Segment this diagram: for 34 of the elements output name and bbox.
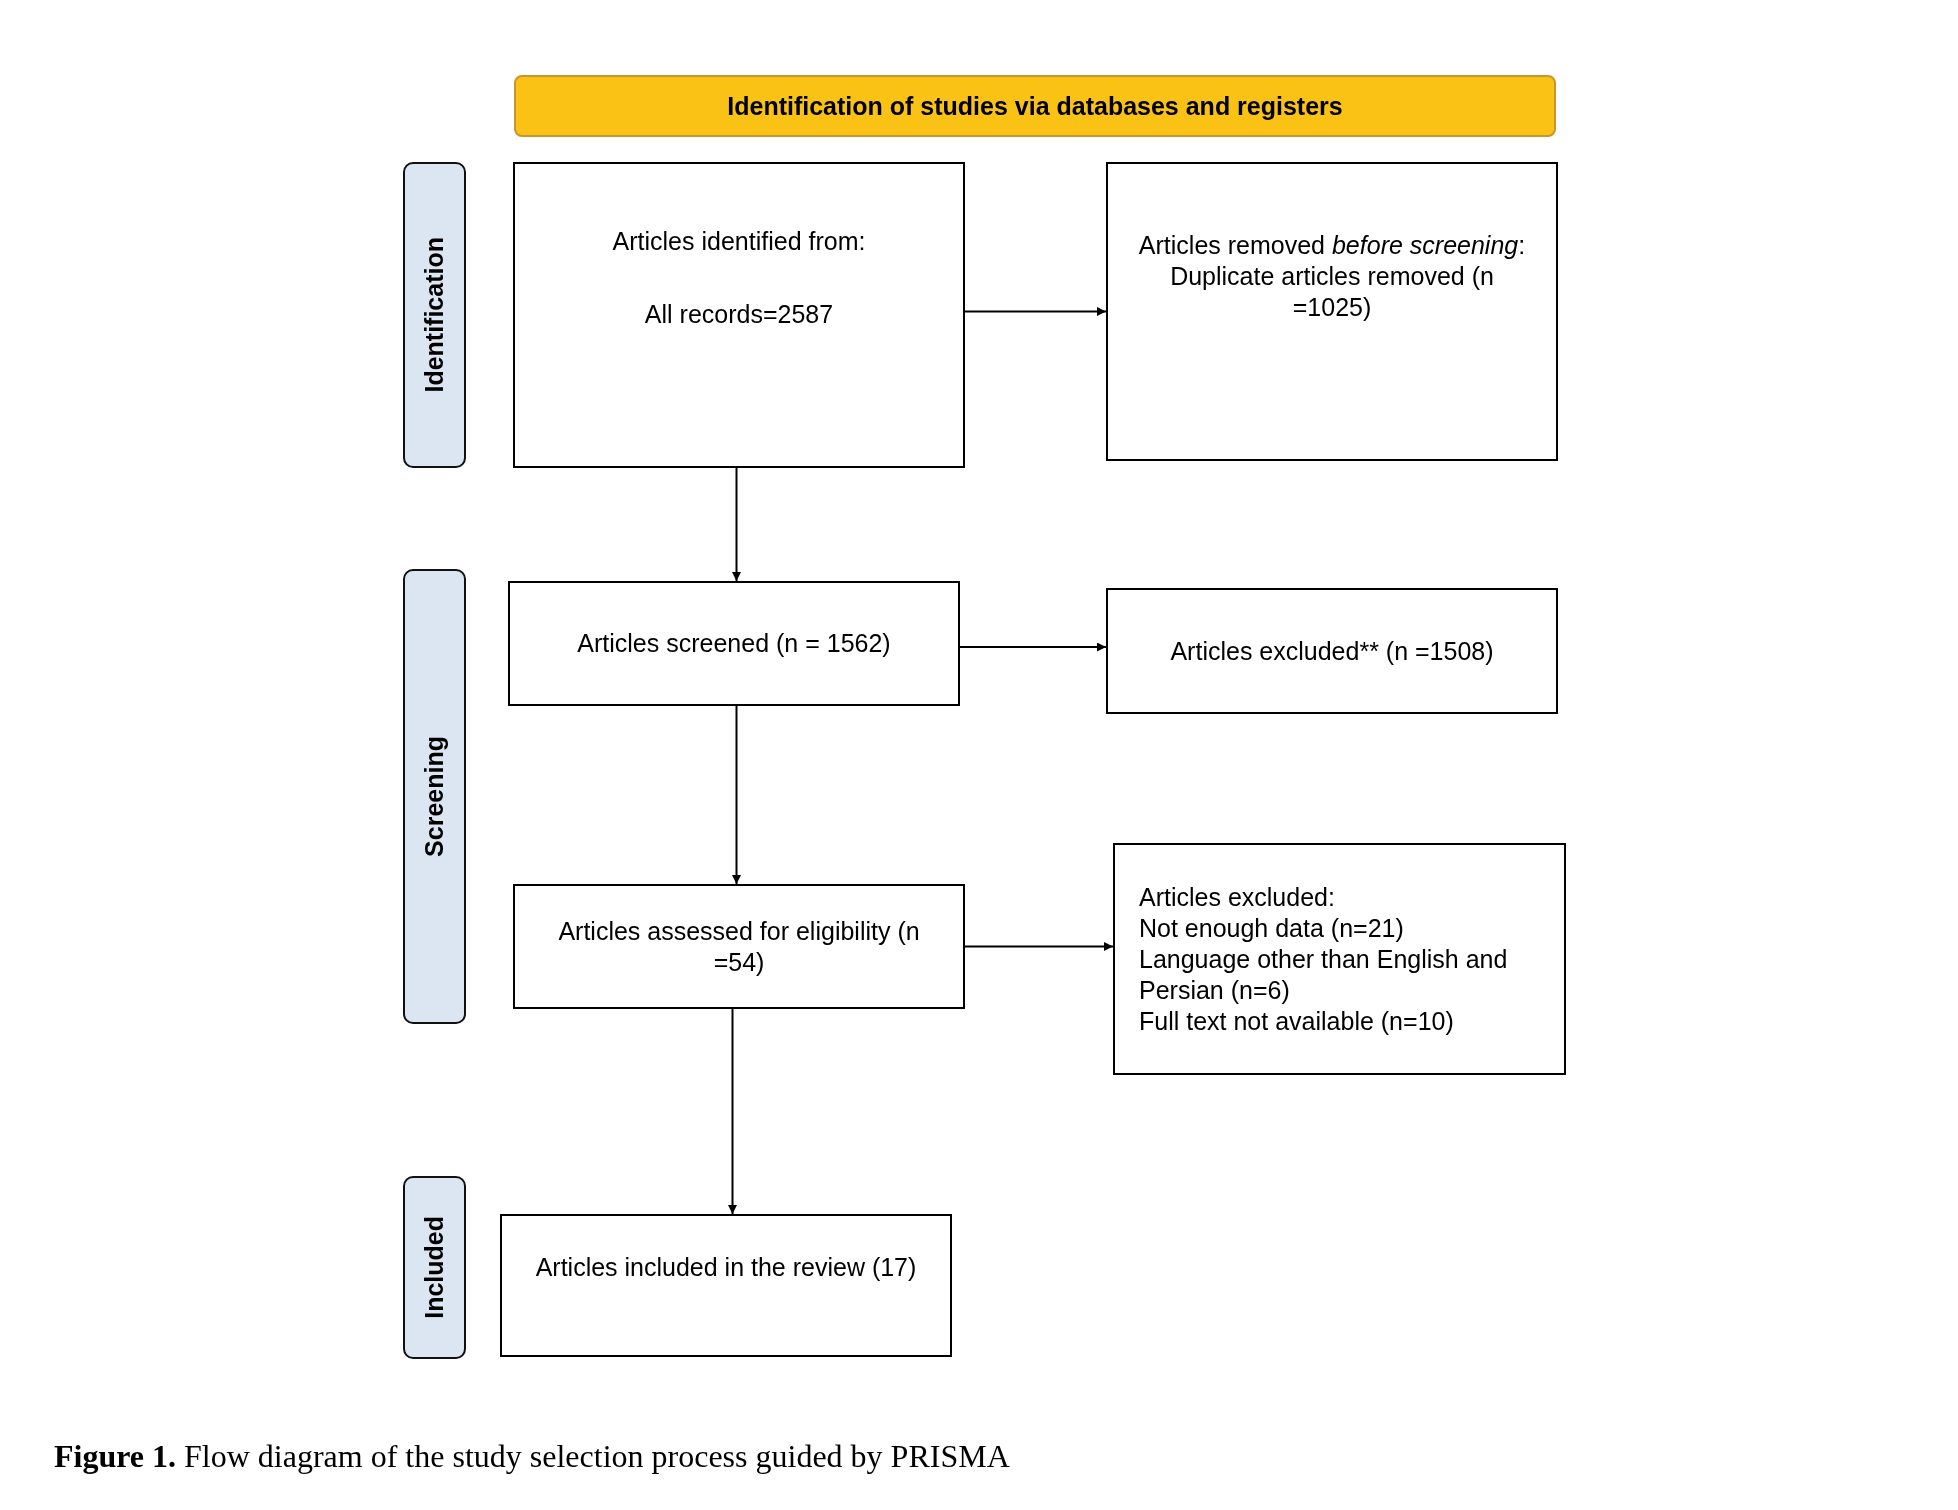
box-text: Full text not available (n=10) [1139,1005,1454,1037]
figure-caption: Figure 1. Flow diagram of the study selection process guided by PRISMA [54,1438,1010,1475]
phase-band [403,569,466,1024]
arrow [964,307,1107,316]
process-box [513,162,965,468]
box-text: Duplicate articles removed (n =1025) [1169,261,1495,323]
phase-label: Screening [419,736,449,857]
box-text: Articles assessed for eligibility (n =54) [557,915,921,978]
section-header [514,75,1556,137]
process-box [1113,843,1566,1075]
process-box [1106,162,1558,461]
process-box [500,1214,952,1357]
arrow [732,467,741,582]
arrow [732,705,741,885]
phase-band [403,1176,466,1359]
box-text: Articles identified from: [612,226,866,257]
box-text: Articles included in the review (17) [535,1252,917,1283]
box-text: Articles excluded: [1139,881,1335,913]
phase-band [403,162,466,468]
box-text: Articles screened (n = 1562) [577,628,891,659]
box-text: Articles excluded** (n =1508) [1170,635,1494,667]
header-text: Identification of studies via databases and registers [727,90,1343,122]
box-text: All records=2587 [644,299,834,330]
arrow [959,642,1107,652]
process-box [513,884,965,1009]
arrow [964,942,1114,951]
box-text: Articles removed before screening: [1138,230,1526,261]
process-box [508,581,960,706]
phase-label: Identification [419,237,449,393]
phase-label: Included [419,1216,449,1319]
box-text: Not enough data (n=21) [1139,912,1404,944]
arrow [728,1008,737,1215]
box-text: Language other than English and Persian (n=6) [1139,943,1509,1006]
process-box [1106,588,1558,714]
